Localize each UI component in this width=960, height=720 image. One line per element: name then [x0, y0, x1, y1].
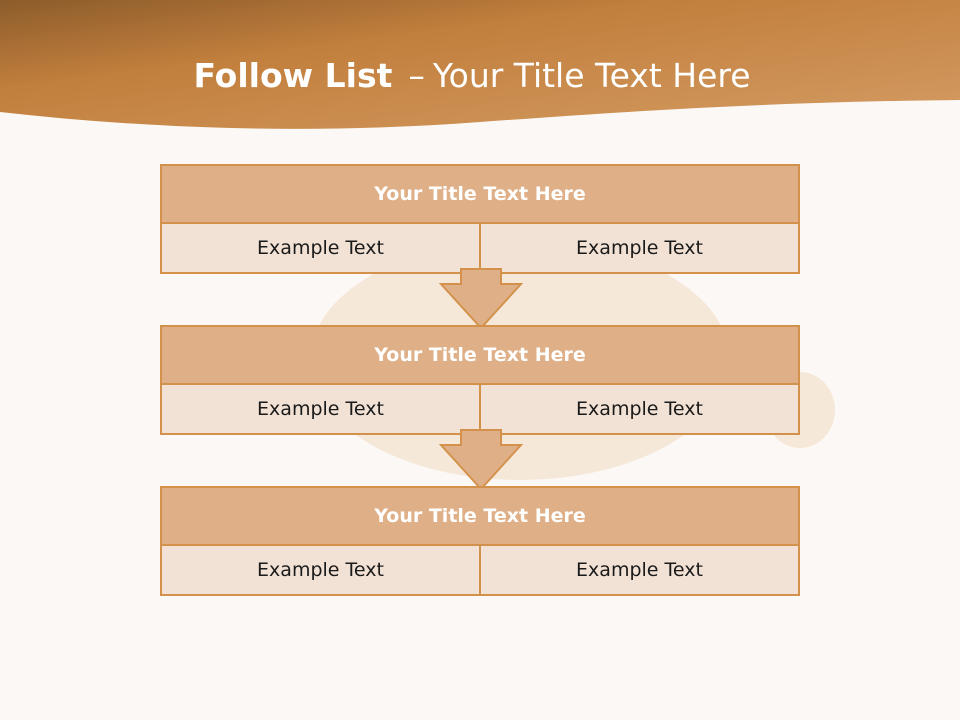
list-block-1: Your Title Text Here Example Text Exampl… [160, 164, 800, 274]
slide-title-separator: – [408, 56, 425, 95]
block-cell-right: Example Text [479, 385, 798, 433]
list-block-3: Your Title Text Here Example Text Exampl… [160, 486, 800, 596]
slide-title-rest: Your Title Text Here [432, 56, 751, 95]
slide-title-bold: Follow List [193, 56, 393, 95]
block-cell-right: Example Text [479, 224, 798, 272]
block-title: Your Title Text Here [162, 488, 798, 546]
block-title: Your Title Text Here [162, 166, 798, 224]
list-block-2: Your Title Text Here Example Text Exampl… [160, 325, 800, 435]
block-row: Example Text Example Text [162, 385, 798, 433]
block-cell-right: Example Text [479, 546, 798, 594]
block-cell-left: Example Text [257, 559, 384, 581]
block-cell-left: Example Text [257, 398, 384, 420]
block-row: Example Text Example Text [162, 224, 798, 272]
down-arrow-icon [438, 268, 524, 330]
block-title: Your Title Text Here [162, 327, 798, 385]
block-cell-left: Example Text [257, 237, 384, 259]
header-banner [0, 0, 960, 129]
block-row: Example Text Example Text [162, 546, 798, 594]
down-arrow-icon [438, 429, 524, 491]
slide-title: Follow List–Your Title Text Here [0, 52, 944, 100]
